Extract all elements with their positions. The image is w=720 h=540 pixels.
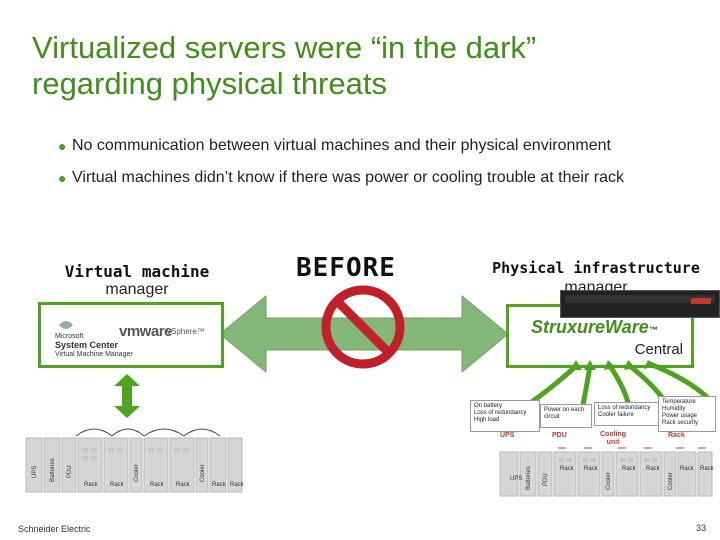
no-entry-icon bbox=[321, 285, 405, 369]
left-rack-row: UPS Batteries PDU Rack Rack Cooler Rack … bbox=[25, 428, 244, 493]
svg-text:Rack: Rack bbox=[700, 466, 714, 472]
bullet-list: ● No communication between virtual machi… bbox=[58, 136, 658, 200]
svg-text:Cooler: Cooler bbox=[200, 464, 206, 482]
before-label: BEFORE bbox=[296, 253, 396, 283]
page-number: 33 bbox=[695, 523, 706, 533]
pdu-callout: Power on each circuit bbox=[540, 404, 592, 428]
title-line-1: Virtualized servers were “in the dark” bbox=[32, 30, 537, 65]
svg-text:Cooler: Cooler bbox=[134, 464, 140, 482]
bullet-item: ● Virtual machines didn’t know if there … bbox=[58, 168, 658, 188]
system-center-text: Microsoft System Center Virtual Machine … bbox=[55, 333, 133, 359]
pdu-category: PDU bbox=[552, 432, 567, 439]
svg-text:Rack: Rack bbox=[110, 482, 125, 488]
system-center-logo-icon bbox=[59, 321, 73, 329]
bullet-text: No communication between virtual machine… bbox=[72, 137, 611, 154]
svg-text:Batteries: Batteries bbox=[526, 466, 532, 490]
svg-text:Rack: Rack bbox=[646, 466, 661, 472]
svg-text:Rack: Rack bbox=[212, 482, 227, 488]
ups-callout: On battery Loss of redundancy High load bbox=[470, 400, 540, 432]
svg-text:UPS: UPS bbox=[32, 466, 38, 478]
vertical-double-arrow-icon bbox=[114, 374, 140, 418]
right-rack-row: UPS Batteries PDU Rack Rack Cooler Rack … bbox=[499, 447, 714, 497]
footer-company: Schneider Electric bbox=[18, 524, 91, 534]
system-center-name: System Center bbox=[55, 340, 119, 350]
vm-manager-label: Virtual machine manager bbox=[52, 263, 222, 299]
vm-label-line1: Virtual machine bbox=[64, 262, 210, 281]
bullet-dot-icon: ● bbox=[58, 170, 67, 186]
slide-title: Virtualized servers were “in the dark” r… bbox=[32, 30, 692, 102]
svg-text:PDU: PDU bbox=[67, 465, 73, 478]
svg-text:Rack: Rack bbox=[150, 482, 165, 488]
pi-label-line1: Physical infrastructure bbox=[492, 259, 700, 277]
svg-text:Rack: Rack bbox=[84, 482, 99, 488]
svg-text:Rack: Rack bbox=[680, 466, 695, 472]
vmware-logo: vmware bbox=[119, 323, 172, 340]
svg-text:Rack: Rack bbox=[622, 466, 637, 472]
struxureware-box: StruxureWare™ Central bbox=[506, 304, 694, 368]
svg-text:UPS: UPS bbox=[510, 476, 522, 482]
ups-category: UPS bbox=[500, 432, 515, 439]
apc-appliance-icon bbox=[560, 290, 720, 318]
vm-manager-box: Microsoft System Center Virtual Machine … bbox=[38, 302, 224, 368]
struxureware-logo: StruxureWare™ bbox=[531, 317, 658, 338]
title-line-2: regarding physical threats bbox=[32, 66, 387, 101]
rack-callout: Temperature Humidity Power usage Rack se… bbox=[658, 396, 716, 432]
svg-text:Cooler: Cooler bbox=[668, 472, 674, 490]
svg-text:Rack: Rack bbox=[584, 466, 599, 472]
svg-text:Cooler: Cooler bbox=[606, 472, 612, 490]
svg-text:Rack: Rack bbox=[176, 482, 191, 488]
cooling-category: Cooling unit bbox=[600, 431, 627, 446]
vmm-text: Virtual Machine Manager bbox=[55, 351, 133, 358]
vsphere-text: vSphere™ bbox=[167, 327, 205, 336]
microsoft-text: Microsoft bbox=[55, 333, 84, 340]
svg-text:Rack: Rack bbox=[560, 466, 575, 472]
struxureware-name: StruxureWare bbox=[531, 317, 649, 337]
cooling-callout: Loss of redundancy Cooler failure bbox=[594, 402, 660, 426]
bullet-dot-icon: ● bbox=[58, 138, 67, 154]
vm-label-line2: manager bbox=[105, 281, 169, 298]
trademark-mark: ™ bbox=[648, 325, 658, 335]
svg-text:Rack: Rack bbox=[230, 482, 244, 488]
svg-text:Batteries: Batteries bbox=[50, 458, 56, 482]
central-label: Central bbox=[634, 341, 683, 358]
bullet-item: ● No communication between virtual machi… bbox=[58, 136, 658, 156]
top-accent-bar bbox=[0, 0, 720, 6]
bullet-text: Virtual machines didn’t know if there wa… bbox=[72, 169, 624, 186]
svg-text:PDU: PDU bbox=[543, 473, 549, 486]
rack-category: Rack bbox=[668, 432, 685, 439]
